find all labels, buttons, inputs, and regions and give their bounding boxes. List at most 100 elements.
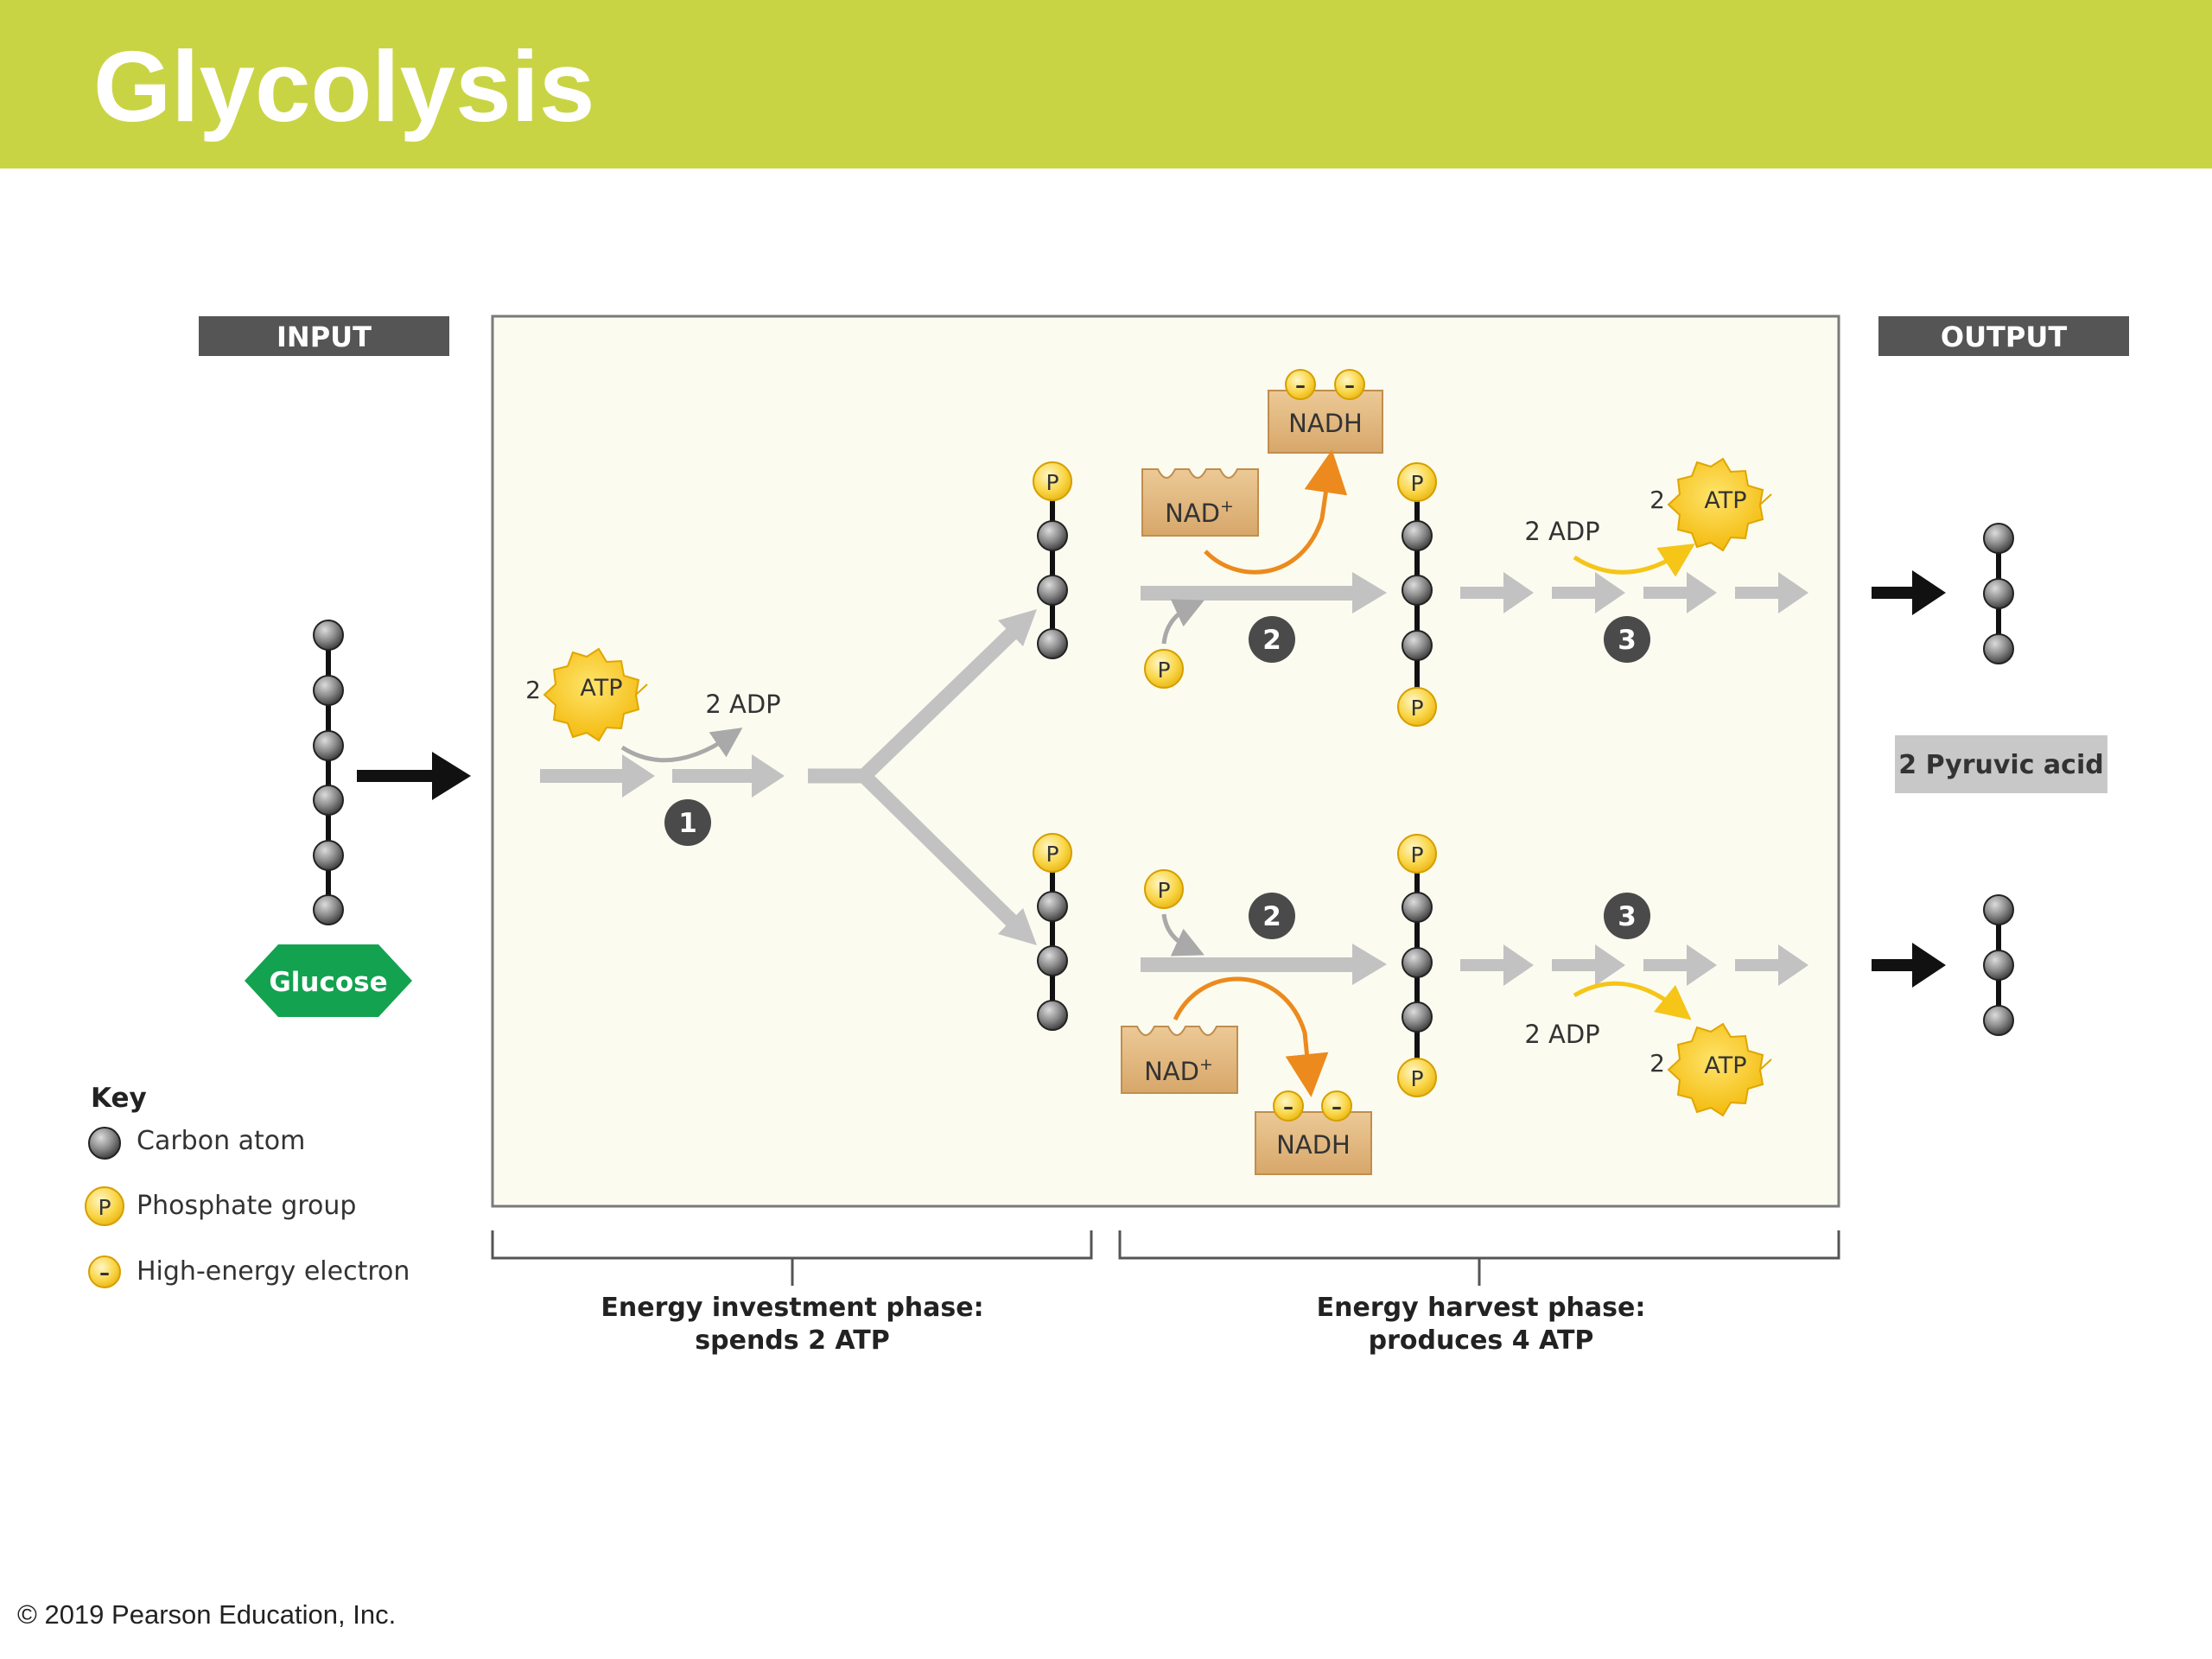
carbon-atom [1037, 1000, 1068, 1031]
carbon-atom [1037, 945, 1068, 976]
investment-phase-detail: spends 2 ATP [695, 1325, 889, 1356]
title-bar [0, 0, 2212, 168]
atp-starburst [1667, 1022, 1772, 1117]
input-arrow [357, 752, 471, 800]
key-carbon-label: Carbon atom [137, 1126, 305, 1156]
lower-nadplus-box: NAD+ [1121, 1026, 1238, 1094]
lower-intermediate-molecule: P [1033, 833, 1072, 1031]
carbon-atom [1983, 523, 2014, 554]
output-header: OUTPUT [1878, 316, 2129, 356]
upper-step-2-arrow-head [1352, 572, 1387, 613]
lower-step-3-atp: 2 ADP 2 ATP [1524, 981, 1772, 1117]
high-energy-electron [1334, 369, 1365, 400]
harvest-phase-title: Energy harvest phase: [1317, 1293, 1646, 1323]
lower-step-3-arrows [1460, 944, 1808, 986]
glucose-badge: Glucose [245, 944, 412, 1017]
electron-sign: – [99, 1261, 110, 1285]
key-electron-label: High-energy electron [137, 1256, 410, 1287]
output-arrow-upper [1872, 570, 1946, 615]
phosphate-label: P [1410, 842, 1423, 868]
step-1-number: 1 [678, 808, 697, 839]
carbon-atom [1983, 633, 2014, 664]
upper-incoming-phosphate: P [1144, 599, 1205, 689]
carbon-atom [1983, 894, 2014, 925]
adp-to-atp-arrow [1573, 981, 1692, 1020]
phosphate-group [1397, 834, 1437, 874]
lower-bisphosphate-molecule: P P [1397, 834, 1437, 1097]
carbon-atom [1402, 1001, 1433, 1033]
phosphate-label: P [1046, 842, 1058, 867]
lower-step-2-badge: 2 [1249, 893, 1295, 939]
atp-count: 2 [1649, 486, 1665, 514]
output-label: OUTPUT [1941, 321, 2067, 353]
lower-step-3-badge: 3 [1604, 893, 1650, 939]
atp-count: 2 [1649, 1049, 1665, 1077]
step-2-number: 2 [1262, 625, 1281, 656]
adp-label: 2 ADP [705, 690, 780, 719]
step-1-atp: 2 ATP 2 ADP [525, 647, 781, 763]
phosphate-label: P [1410, 696, 1423, 721]
electron-sign: – [1295, 373, 1306, 397]
carbon-atom [1402, 892, 1433, 923]
phosphate-label: P [98, 1195, 111, 1220]
lower-incoming-phosphate: P [1144, 869, 1205, 957]
nadh-label: NADH [1288, 409, 1363, 438]
atp-starburst [543, 647, 648, 742]
carbon-atom [1037, 628, 1068, 659]
carbon-atom [313, 785, 344, 816]
carbon-atom [1037, 520, 1068, 551]
input-header: INPUT [199, 316, 449, 356]
investment-phase-title: Energy investment phase: [601, 1293, 983, 1323]
nadplus-label: NAD+ [1144, 1055, 1213, 1086]
key-legend: Key Carbon atom P Phosphate group – High… [85, 1083, 410, 1288]
phosphate-label: P [1157, 658, 1170, 683]
phosphate-group-icon [85, 1186, 124, 1226]
slide-title: Glycolysis [93, 30, 595, 143]
carbon-atom [1983, 950, 2014, 981]
step-1-badge: 1 [664, 799, 711, 846]
carbon-atom [1402, 630, 1433, 661]
upper-nadplus-box: NAD+ [1141, 468, 1259, 537]
key-phosphate-label: Phosphate group [137, 1191, 356, 1221]
harvest-phase-detail: produces 4 ATP [1369, 1325, 1594, 1356]
step-1-arrows [540, 754, 785, 798]
phosphate-group [1033, 833, 1072, 873]
phosphate-group [1033, 461, 1072, 501]
glucose-label: Glucose [269, 967, 387, 998]
step-3-number: 3 [1618, 625, 1637, 656]
split-arrow [808, 609, 1037, 945]
phosphate-group [1397, 687, 1437, 727]
adp-label: 2 ADP [1524, 1020, 1599, 1049]
carbon-atom [313, 675, 344, 706]
high-energy-electron-icon [88, 1255, 121, 1288]
carbon-atom-icon [88, 1127, 121, 1160]
upper-nadh-box: NADH – – [1268, 369, 1383, 454]
upper-bisphosphate-molecule: P P [1397, 462, 1437, 727]
carbon-atom [313, 730, 344, 761]
carbon-atom [1983, 578, 2014, 609]
pyruvate-molecule-upper [1983, 523, 2014, 664]
step-2-number: 2 [1262, 901, 1281, 932]
high-energy-electron [1285, 369, 1316, 400]
lower-nadh-box: NADH – – [1255, 1090, 1372, 1175]
carbon-atom [313, 620, 344, 651]
atp-count: 2 [525, 676, 541, 704]
key-title: Key [91, 1083, 147, 1114]
lower-step-2-arrow-head [1352, 944, 1387, 985]
phosphate-group [1397, 1058, 1437, 1097]
harvest-phase-bracket: Energy harvest phase: produces 4 ATP [1118, 1230, 1840, 1356]
phosphate-label: P [1410, 1066, 1423, 1091]
phosphate-label: P [1157, 878, 1170, 903]
upper-nad-reduction-arrow [1204, 449, 1348, 575]
copyright-notice: © 2019 Pearson Education, Inc. [17, 1599, 397, 1630]
carbon-atom [1037, 575, 1068, 606]
phosphate-group [1397, 462, 1437, 502]
electron-sign: – [1283, 1095, 1294, 1119]
carbon-atom [1402, 947, 1433, 978]
lower-nad-reduction-arrow [1173, 976, 1329, 1097]
atp-starburst [1667, 457, 1772, 552]
pyruvate-molecule-lower [1983, 894, 2014, 1036]
atp-label: ATP [1704, 1052, 1746, 1079]
phosphate-label: P [1410, 471, 1423, 496]
